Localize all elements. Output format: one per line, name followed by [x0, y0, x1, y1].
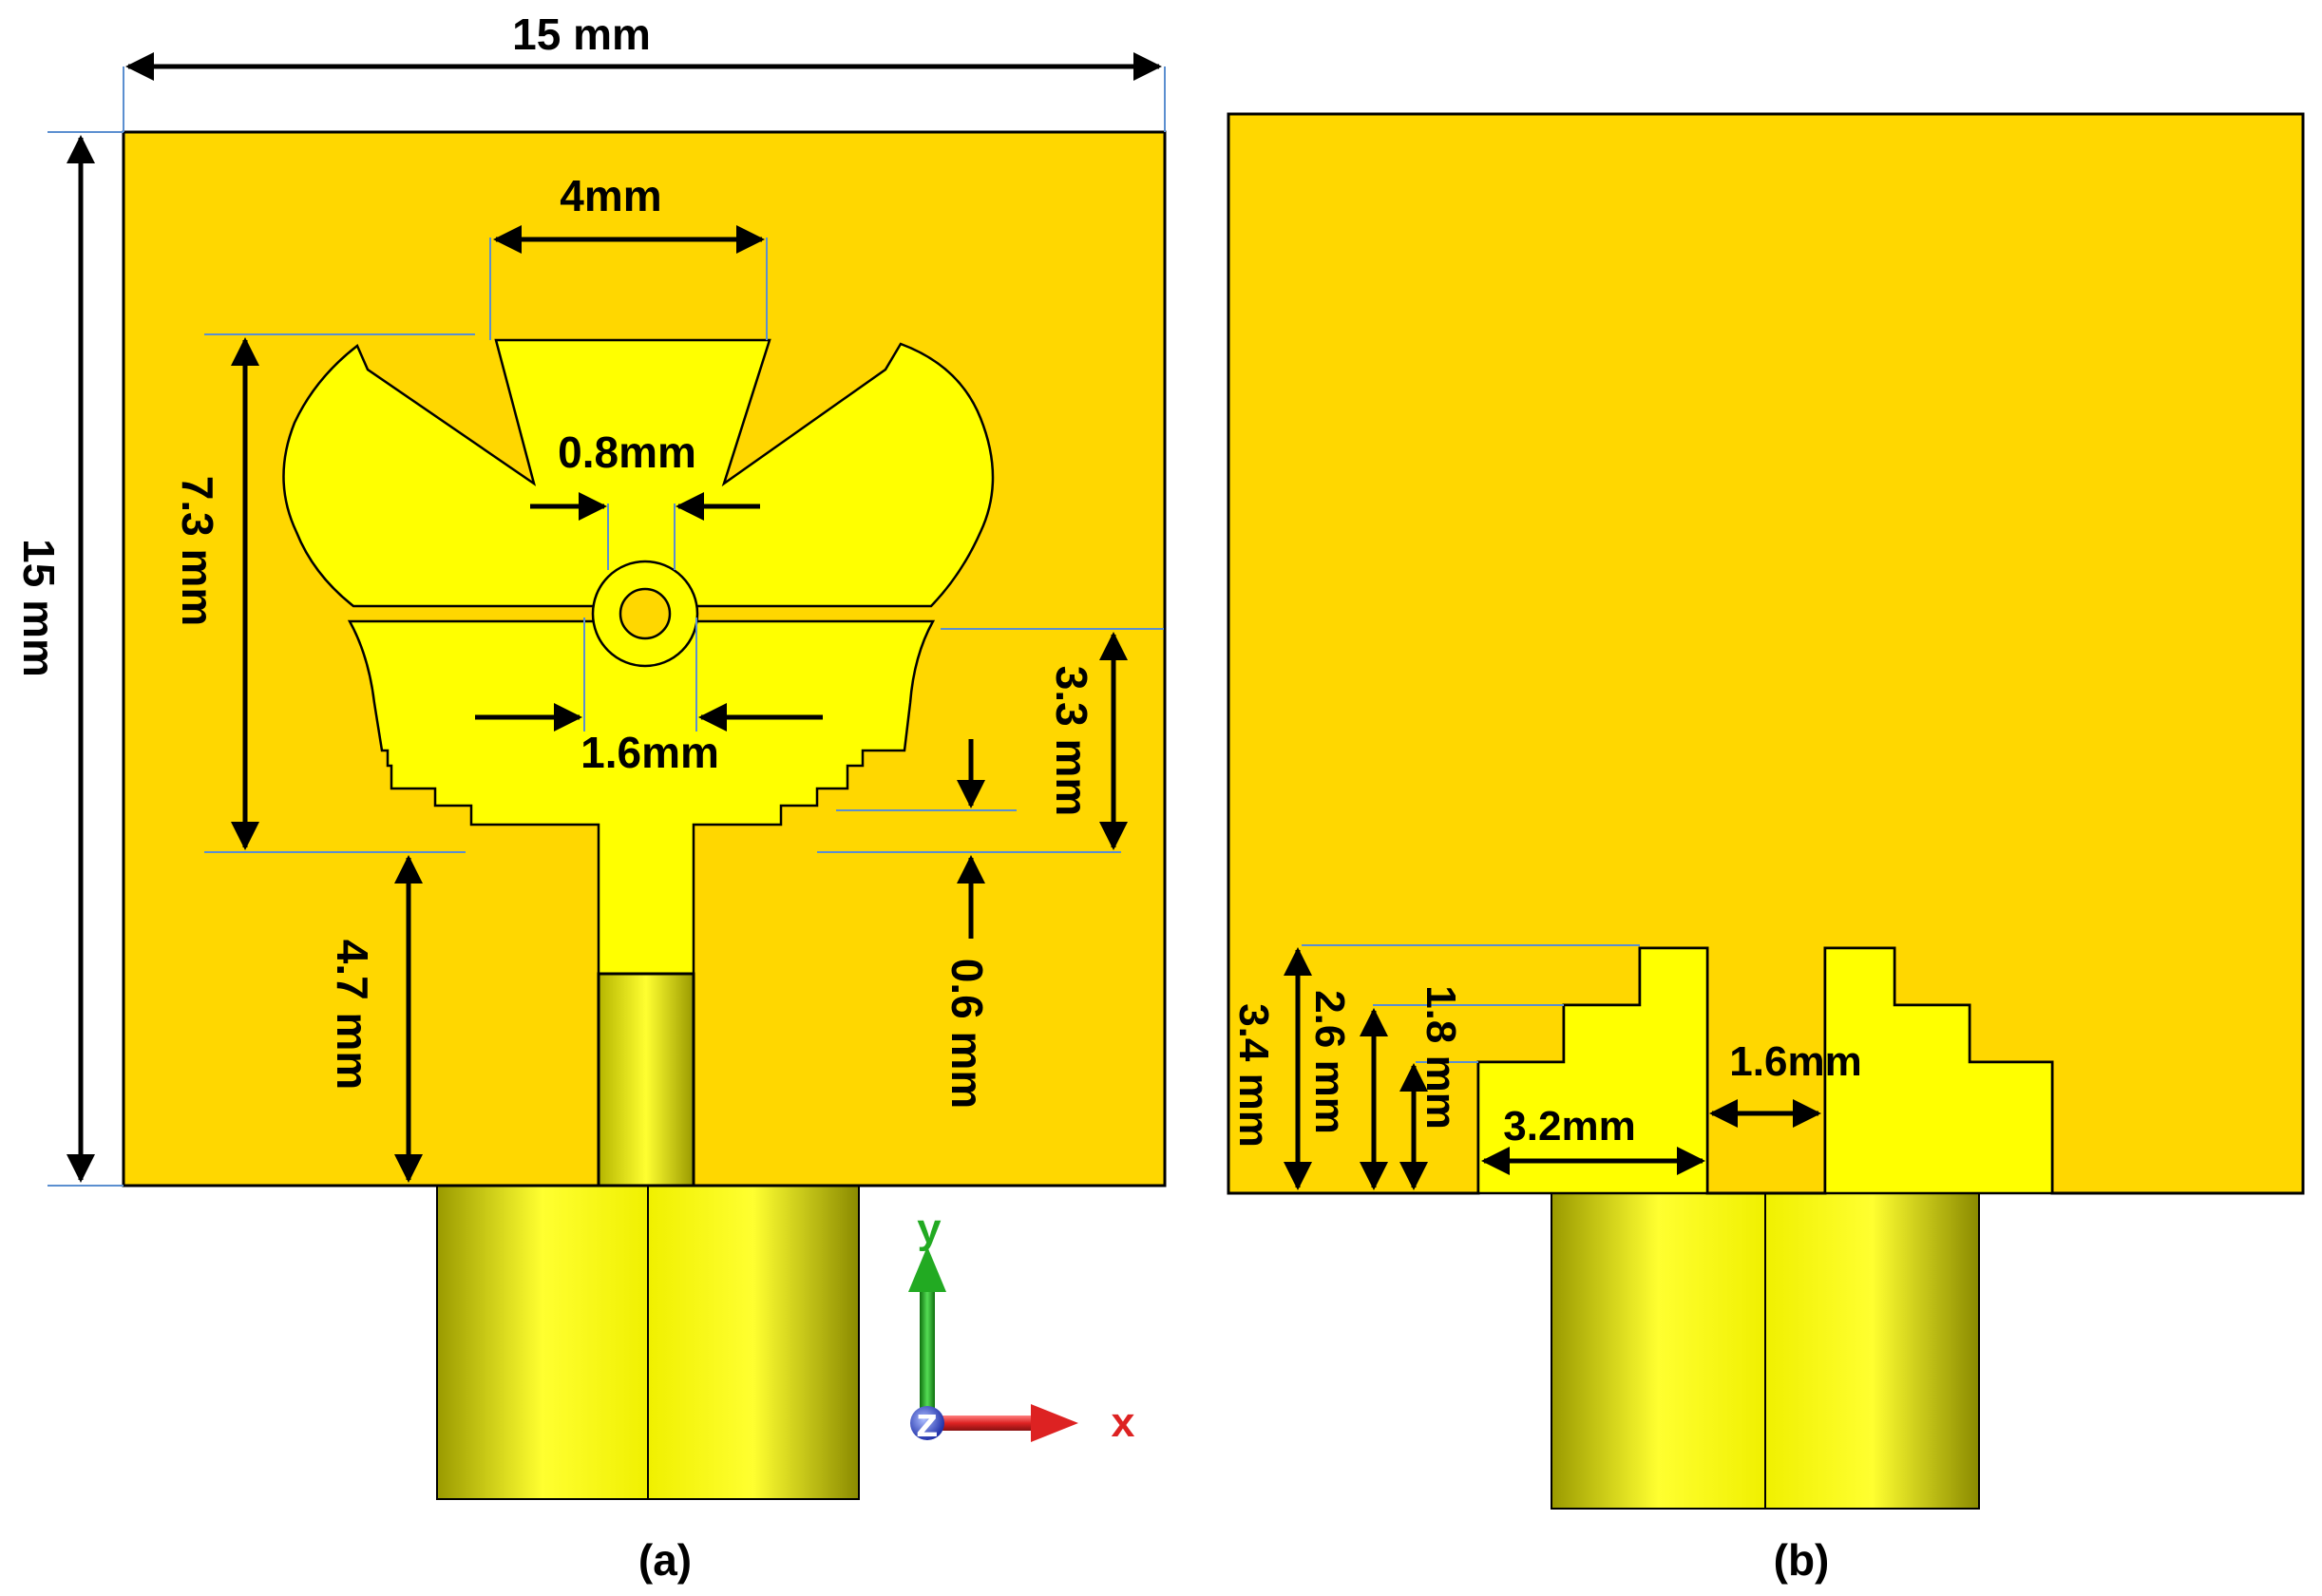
dim-slot-width: 3.2mm — [1503, 1103, 1635, 1150]
axis-label-x: x — [1111, 1402, 1135, 1450]
x-axis-shaft — [931, 1416, 1036, 1431]
dim-width-top: 15 mm — [512, 10, 651, 59]
y-axis-head — [908, 1246, 946, 1292]
ring-inner — [619, 587, 672, 640]
caption-b: (b) — [1774, 1535, 1830, 1585]
connector-a — [436, 1185, 860, 1500]
feed-pin — [597, 972, 695, 1188]
dimension-arrows-a — [67, 52, 1162, 1183]
dim-notch-top: 4mm — [560, 171, 661, 220]
y-axis-shaft — [920, 1287, 935, 1411]
dim-gap-center: 0.8mm — [558, 428, 696, 477]
dim-h2: 2.6 mm — [1306, 990, 1353, 1134]
dim-h1: 3.4 mm — [1230, 1003, 1277, 1148]
z-axis-dot — [910, 1406, 944, 1440]
axis-label-y: y — [917, 1208, 942, 1256]
dim-h3: 1.8 mm — [1418, 985, 1464, 1130]
dim-feed-length: 4.7 mm — [328, 940, 377, 1091]
stepped-patch-left — [1476, 946, 1709, 1195]
dim-lower-height: 3.3 mm — [1047, 666, 1096, 817]
caption-a: (a) — [638, 1535, 692, 1585]
panel-b: 3.4 mm 2.6 mm 1.8 mm 3.2mm 1.6mm (b) — [1227, 112, 2305, 1585]
stepped-patch-right — [1823, 946, 2054, 1195]
upper-radiator — [282, 338, 995, 608]
dim-ring-width: 1.6mm — [580, 728, 719, 777]
axis-label-z: z — [915, 1402, 940, 1450]
axes-triad: y z x — [908, 1208, 1135, 1450]
dim-radiator-height: 7.3 mm — [173, 476, 222, 627]
ground-plane — [1227, 112, 2305, 1195]
x-axis-head — [1031, 1404, 1078, 1442]
leader-lines-a — [48, 66, 1166, 1187]
connector-b — [1551, 1192, 1980, 1510]
panel-a: 15 mm 15 mm 4mm 7.3 mm 0.8mm 1.6mm 3.3 m… — [14, 10, 1167, 1585]
leader-lines-b — [1302, 944, 1640, 1063]
dim-height-left: 15 mm — [14, 539, 64, 677]
dim-step: 0.6 mm — [942, 959, 992, 1110]
dim-gap: 1.6mm — [1729, 1038, 1861, 1085]
dimension-arrows-b — [1284, 947, 1821, 1190]
